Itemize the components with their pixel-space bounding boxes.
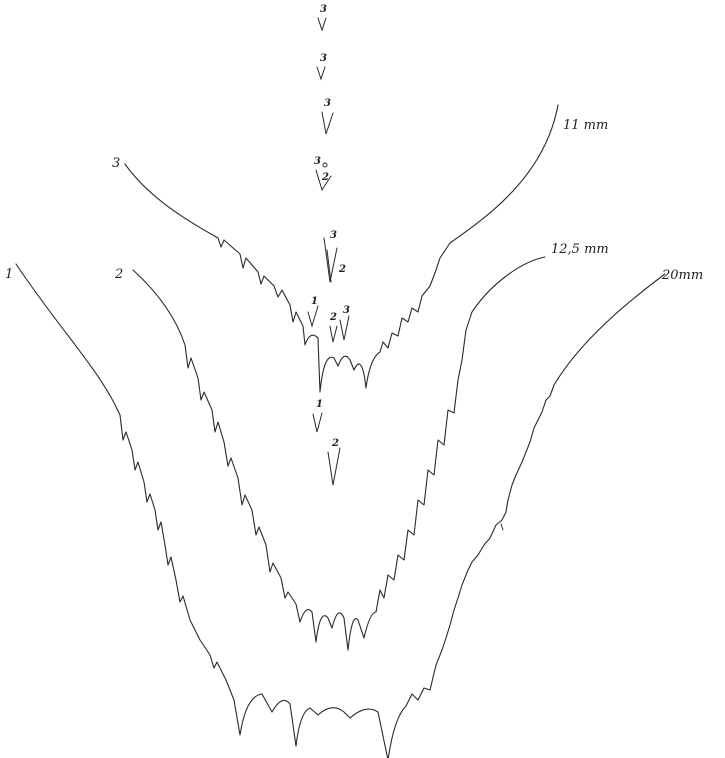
cusp-mark: 2 — [328, 438, 340, 485]
svg-text:3: 3 — [343, 305, 350, 316]
svg-text:2: 2 — [329, 312, 337, 323]
svg-text:2: 2 — [331, 438, 339, 449]
cusp-mark: 1 — [313, 399, 323, 432]
curve-1 — [16, 264, 665, 758]
svg-text:1: 1 — [311, 296, 318, 307]
svg-text:3: 3 — [324, 98, 331, 109]
svg-text:3: 3 — [320, 4, 327, 15]
curve-1-number: 1 — [5, 267, 13, 282]
svg-text:3: 3 — [320, 53, 327, 64]
svg-text:3: 3 — [330, 230, 337, 241]
cusp-mark: 3 — [322, 98, 333, 134]
curve-1-size: 20mm — [661, 268, 703, 283]
svg-text:3: 3 — [314, 156, 321, 167]
svg-text:1: 1 — [316, 399, 323, 410]
curve-2-number: 2 — [114, 267, 123, 282]
svg-text:2: 2 — [338, 264, 346, 275]
cusp-mark: 1 — [308, 296, 318, 326]
cusp-mark: 3 — [318, 4, 327, 30]
cusp-mark: 3 — [317, 53, 327, 79]
cusp-mark: 3 2 — [314, 156, 331, 190]
cusp-mark: 3 2 — [324, 230, 346, 282]
curve-3 — [125, 105, 558, 392]
curve-2-size: 12,5 mm — [551, 242, 609, 257]
curve-3-size: 11 mm — [563, 118, 608, 133]
curve-1-tick — [501, 524, 503, 530]
cusp-mark: 3 — [340, 305, 350, 340]
cusp-mark: 2 — [329, 312, 337, 342]
curve-3-number: 3 — [112, 156, 120, 171]
